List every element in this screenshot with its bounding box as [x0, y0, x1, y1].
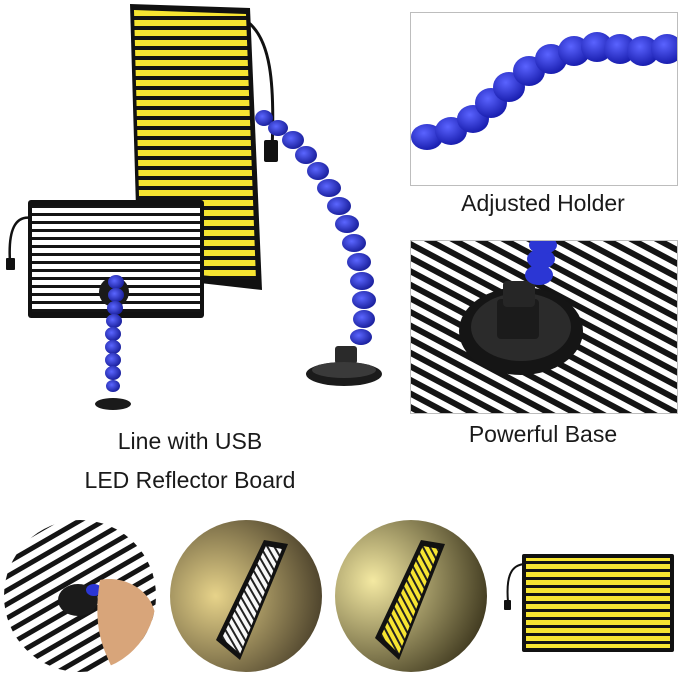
usage-photo-hand: [4, 520, 156, 672]
adjusted-holder-caption: Adjusted Holder: [461, 190, 625, 216]
adjusted-holder-photo: [410, 12, 678, 186]
white-board-suction-base: [95, 398, 131, 410]
yellow-board-suction-base: [306, 346, 382, 386]
white-reflector-board: [28, 200, 204, 318]
main-caption-line2: LED Reflector Board: [84, 467, 296, 493]
main-caption-line1: Line with USB: [117, 428, 263, 454]
white-board-arm: [105, 275, 124, 392]
white-board-cable: [8, 216, 33, 263]
powerful-base-caption: Powerful Base: [468, 421, 618, 447]
yellow-board-arm: [255, 110, 376, 345]
product-illustration: [6, 4, 382, 410]
small-yellow-board: [504, 554, 674, 652]
usage-photo-yellow-board-lit: [335, 520, 487, 672]
powerful-base-photo: [410, 240, 678, 414]
usage-photo-white-board-lit: [170, 520, 322, 672]
